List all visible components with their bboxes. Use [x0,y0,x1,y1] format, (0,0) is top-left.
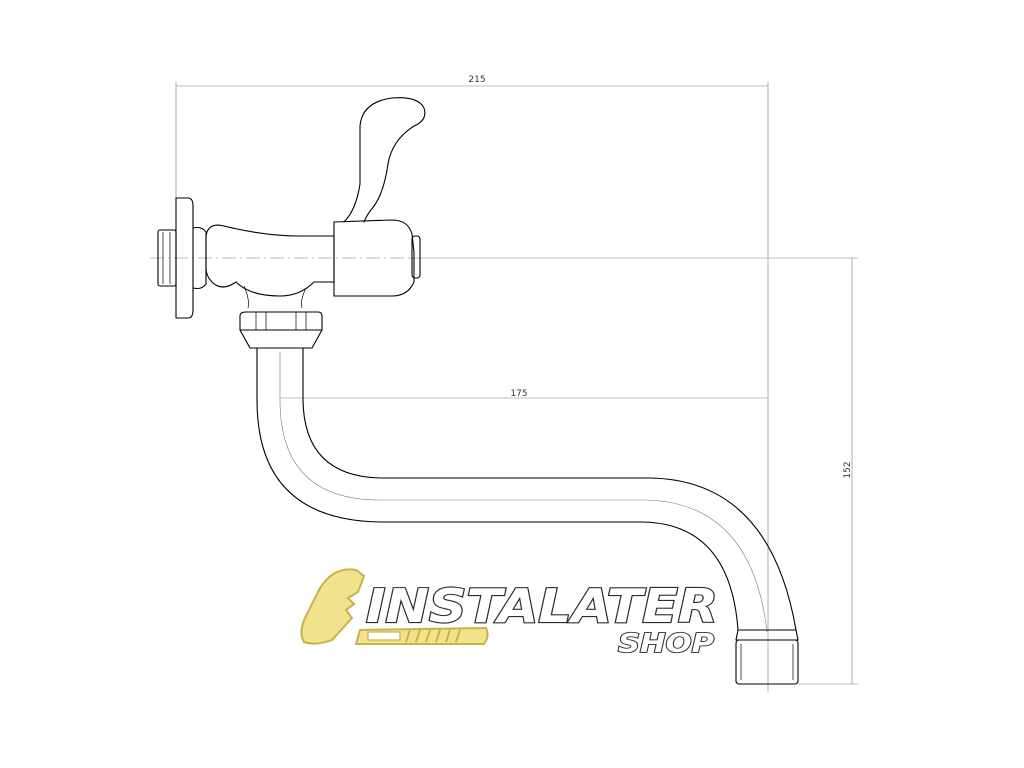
lever-handle [333,97,426,297]
logo-wordmark: INSTALATER [366,579,718,633]
dimension-label-175: 175 [510,389,527,399]
coupling-nut [239,311,323,349]
aerator-tip [735,629,799,685]
spout-pipe [256,347,797,633]
wrench-logo-icon [300,568,366,645]
dimension-label-152: 152 [843,461,853,478]
logo-subtext: SHOP [618,629,714,659]
dimension-overall-length: 215 [175,75,769,692]
dimension-label-215: 215 [468,75,485,85]
dimension-height: 152 [410,257,858,685]
tap-body [205,224,335,309]
watermark-logo: INSTALATER SHOP [300,568,719,660]
dimension-spout-reach: 175 [280,389,768,399]
